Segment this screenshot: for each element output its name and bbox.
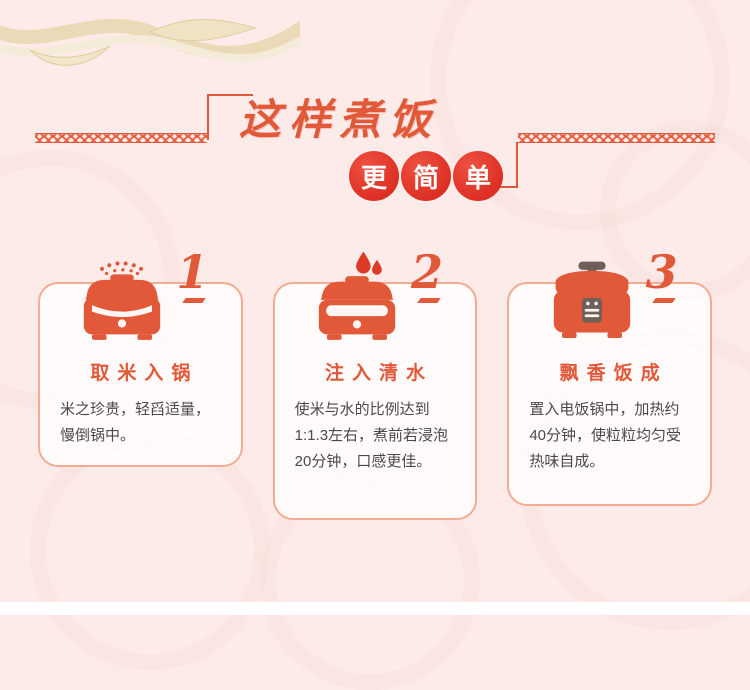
subtitle-badge-char: 更 — [349, 151, 399, 201]
step-1-icon-cluster: 1 — [38, 248, 243, 346]
subtitle-badges: 更 简 单 — [349, 151, 503, 201]
step-card-3: 3 飘香饭成 置入电饭锅中，加热约40分钟，使粒粒均匀受热味自成。 — [507, 248, 713, 520]
step-3-icon-cluster: 3 — [507, 248, 712, 346]
step-description: 米之珍贵，轻舀适量，慢倒锅中。 — [60, 401, 211, 444]
step-title: 注入清水 — [325, 363, 434, 384]
step-number: 2 — [411, 245, 444, 299]
subtitle-badge-char: 简 — [401, 151, 451, 201]
rice-cooker-steam-icon — [84, 261, 161, 340]
subtitle-badge-char: 单 — [453, 151, 503, 201]
ornament-ribbon-icon — [0, 18, 300, 66]
step-number: 3 — [645, 245, 678, 299]
step-title: 飘香饭成 — [559, 363, 668, 384]
step-2-icon-cluster: 2 — [273, 248, 478, 346]
step-description: 使米与水的比例达到1:1.3左右，煮前若浸泡20分钟，口感更佳。 — [294, 401, 449, 470]
divider-ornament-right — [518, 133, 715, 143]
rice-cooker-water-drops-icon — [318, 251, 396, 340]
pressure-cooker-icon — [553, 261, 630, 338]
section-header: 这样煮饭 更 简 单 — [35, 94, 715, 201]
step-card-2: 2 注入清水 使米与水的比例达到1:1.3左右，煮前若浸泡20分钟，口感更佳。 — [272, 248, 478, 520]
main-title: 这样煮饭 — [238, 96, 439, 143]
step-number: 1 — [176, 245, 209, 299]
step-card-box: 飘香饭成 置入电饭锅中，加热约40分钟，使粒粒均匀受热味自成。 — [507, 282, 713, 506]
title-bracket-top-left — [207, 94, 253, 140]
divider-ornament-left — [35, 133, 207, 143]
step-card-1: 1 取米入锅 米之珍贵，轻舀适量，慢倒锅中。 — [38, 248, 243, 520]
step-title: 取米入锅 — [90, 363, 199, 384]
steps-row: 1 取米入锅 米之珍贵，轻舀适量，慢倒锅中。 — [38, 248, 713, 520]
footer-white-strip — [0, 602, 750, 615]
step-description: 置入电饭锅中，加热约40分钟，使粒粒均匀受热味自成。 — [529, 401, 682, 470]
